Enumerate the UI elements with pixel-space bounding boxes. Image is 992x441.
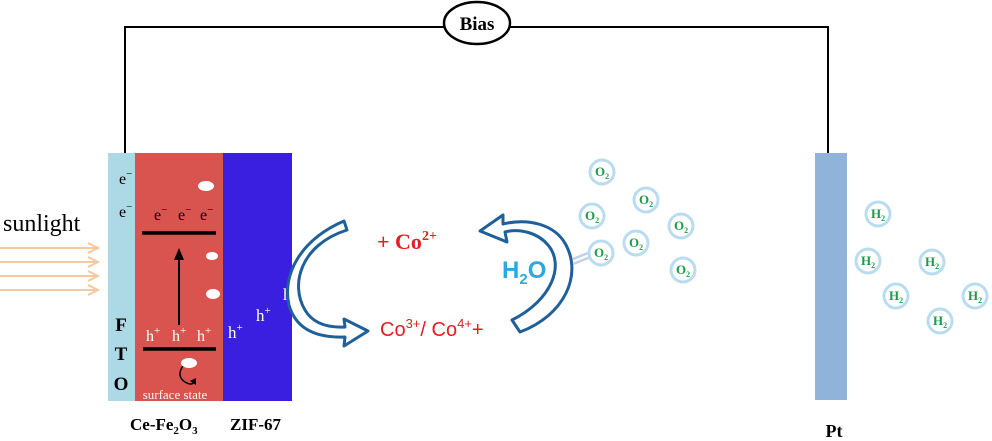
svg-text:H2: H2	[925, 254, 939, 271]
band-electron-2: e−	[178, 204, 191, 224]
circuit-wire	[124, 26, 829, 153]
svg-text:O2: O2	[595, 164, 609, 181]
band-hole-2: h+	[172, 325, 186, 345]
svg-text:O2: O2	[629, 235, 643, 252]
excitation-arrow	[174, 248, 184, 325]
svg-text:O2: O2	[674, 218, 688, 235]
trap-site-4	[181, 358, 197, 368]
o2-bubble: O2	[632, 186, 660, 214]
bias-source: Bias	[442, 0, 512, 46]
co2-label: + Co2+	[377, 229, 437, 254]
cycle-arrow-left	[286, 219, 370, 348]
trap-site-1	[198, 181, 214, 191]
fto-layer	[108, 153, 135, 401]
fto-electron-2: e−	[119, 201, 132, 221]
bias-label: Bias	[460, 14, 495, 35]
svg-text:O2: O2	[585, 208, 599, 225]
cycle-arrow-right	[478, 213, 574, 334]
pt-label: Pt	[826, 421, 843, 441]
o2-bubble: O2	[667, 212, 695, 240]
h2-bubble: H2	[854, 247, 882, 275]
svg-text:H2: H2	[889, 288, 903, 305]
svg-text:H2: H2	[871, 206, 885, 223]
band-electron-3: e−	[200, 204, 213, 224]
ce-fe2o3-label: Ce-Fe2O3	[130, 415, 198, 437]
band-hole-3: h+	[197, 325, 211, 345]
svg-text:O2: O2	[639, 192, 653, 209]
trap-sites	[181, 181, 220, 368]
band-hole-1: h+	[146, 325, 160, 345]
fto-letter-t: T	[115, 344, 128, 365]
h2-bubble: H2	[926, 307, 954, 335]
h2-bubble: H2	[882, 282, 910, 310]
svg-text:H2: H2	[968, 288, 982, 305]
svg-text:O2: O2	[594, 245, 608, 262]
co34-label: Co3+/ Co4++	[380, 316, 484, 341]
zif67-label: ZIF-67	[230, 415, 282, 434]
h2-bubble: H2	[864, 200, 892, 228]
zif-hole-2: h+	[256, 305, 271, 325]
sunlight-ray-2	[0, 256, 101, 268]
sunlight-ray-1	[0, 242, 101, 254]
trap-site-3	[206, 289, 220, 299]
water-label: H2O	[502, 257, 546, 288]
sunlight-rays	[0, 242, 101, 296]
zif67-layer	[223, 153, 292, 401]
fto-letter-f: F	[115, 315, 127, 336]
fto-letter-o: O	[114, 374, 129, 395]
svg-text:O2: O2	[676, 262, 690, 279]
band-electron-1: e−	[154, 204, 167, 224]
surface-state-label: surface state	[143, 387, 208, 402]
svg-text:H2: H2	[933, 313, 947, 330]
zif-hole-1: h+	[228, 322, 243, 342]
o2-bubble: O2	[587, 239, 615, 267]
fto-electron-1: e−	[119, 168, 132, 188]
o2-bubble: O2	[578, 202, 606, 230]
o2-bubble: O2	[669, 256, 697, 284]
h2-bubble: H2	[961, 282, 989, 310]
svg-text:H2: H2	[861, 253, 875, 270]
sunlight-label: sunlight	[3, 211, 81, 237]
surface-state-arrow	[179, 365, 196, 385]
sunlight-ray-4	[0, 284, 101, 296]
trap-site-2	[206, 252, 218, 260]
o2-bubble: O2	[622, 229, 650, 257]
pt-electrode	[815, 153, 847, 400]
sunlight-ray-3	[0, 270, 101, 282]
h2-bubble: H2	[918, 248, 946, 276]
o2-bubble: O2	[588, 158, 616, 186]
